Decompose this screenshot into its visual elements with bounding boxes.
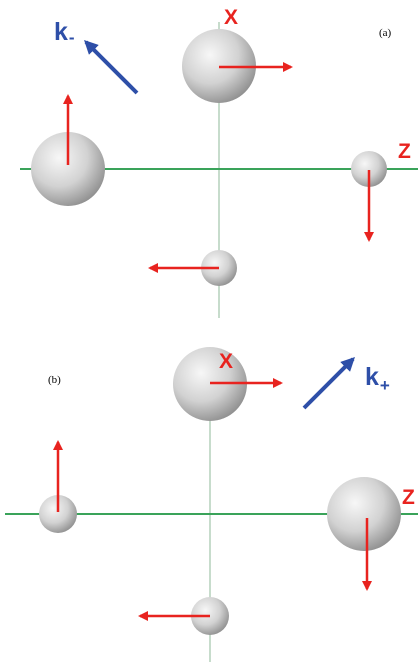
k-arrow-b [302,357,355,410]
axis-x-label-a: X [224,6,238,29]
k-main-b: k [365,363,379,391]
sphere-right-a [351,151,387,187]
k-sub-b: + [380,376,390,395]
sphere-left-b [39,495,77,533]
panel-label-b: (b) [48,374,61,386]
k-sub-a: - [69,28,75,47]
sphere-right-b [327,477,401,551]
k-arrow-a [84,40,139,95]
panel-label-a: (a) [379,27,392,39]
k-label-b: k+ [365,363,390,395]
panel-b: X Z k+ (b) [5,347,418,662]
k-main-a: k [54,18,68,46]
axis-x-label-b: X [219,350,233,373]
sphere-left-a [31,132,105,206]
axis-z-label-b: Z [402,486,415,509]
axis-z-label-a: Z [398,140,411,163]
k-label-a: k- [54,18,75,47]
panel-a: X Z k- (a) [20,6,418,318]
